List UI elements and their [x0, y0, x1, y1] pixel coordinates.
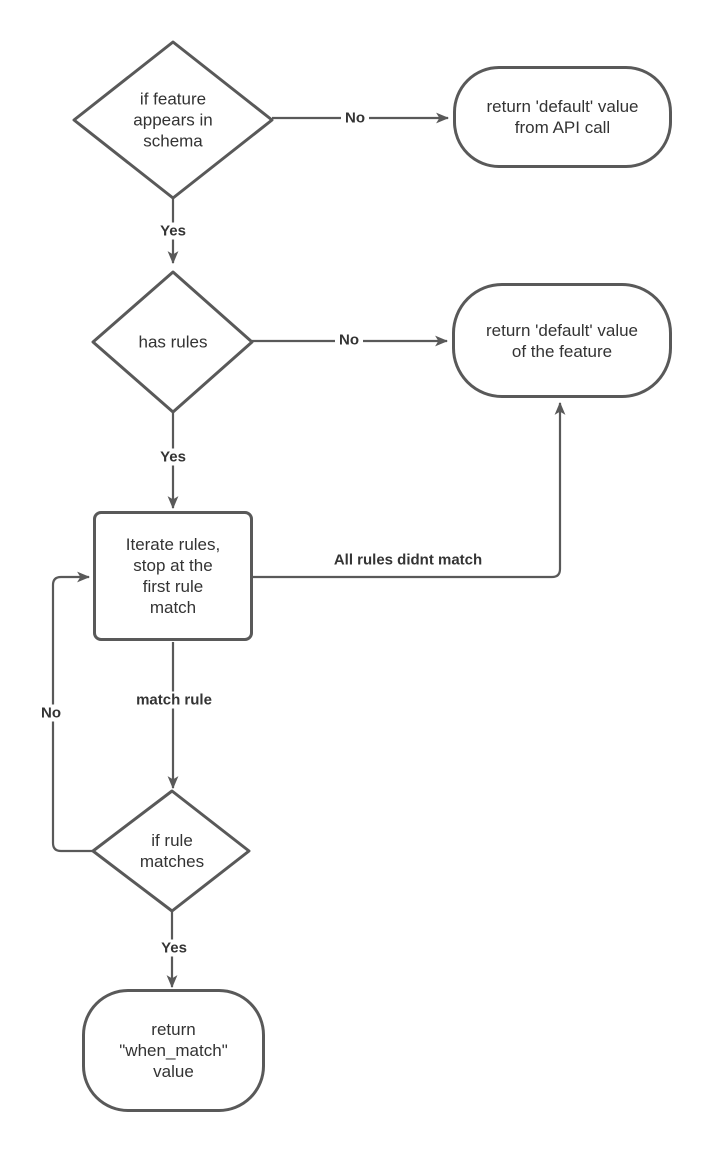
edge-label-rule-no: No [37, 704, 65, 722]
decision-has-rules-text: has rules [138, 332, 208, 352]
edge-label-rule-yes: Yes [157, 939, 191, 957]
edge-label-match-rule: match rule [132, 691, 216, 709]
decision-shape-has-rules [91, 270, 254, 414]
terminator-return-when-match: return "when_match" value [82, 989, 265, 1112]
terminator-return-default-feature: return 'default' value of the feature [452, 283, 672, 398]
edge-label-schema-no: No [341, 109, 369, 127]
terminator-return-when-match-text: return "when_match" value [119, 1020, 228, 1081]
edge-label-schema-yes: Yes [156, 222, 190, 240]
decision-check-schema-text: if feature appears in schema [133, 89, 213, 151]
terminator-return-default-feature-text: return 'default' value of the feature [485, 320, 639, 361]
decision-shape-if-rule-matches [91, 789, 251, 913]
process-iterate-rules: Iterate rules, stop at the first rule ma… [93, 511, 253, 641]
edge-label-all-rules-didnt-match: All rules didnt match [329, 551, 487, 569]
decision-if-rule-matches-text: if rule matches [139, 831, 205, 871]
terminator-return-default-api-text: return 'default' value from API call [486, 97, 639, 137]
edge-label-rules-no: No [335, 331, 363, 349]
edge-all-rules-didnt-match [253, 401, 566, 579]
decision-shape-check-schema [72, 40, 274, 200]
edge-label-rules-yes: Yes [156, 448, 190, 466]
terminator-return-default-api: return 'default' value from API call [453, 66, 672, 168]
process-iterate-rules-text: Iterate rules, stop at the first rule ma… [125, 535, 221, 617]
